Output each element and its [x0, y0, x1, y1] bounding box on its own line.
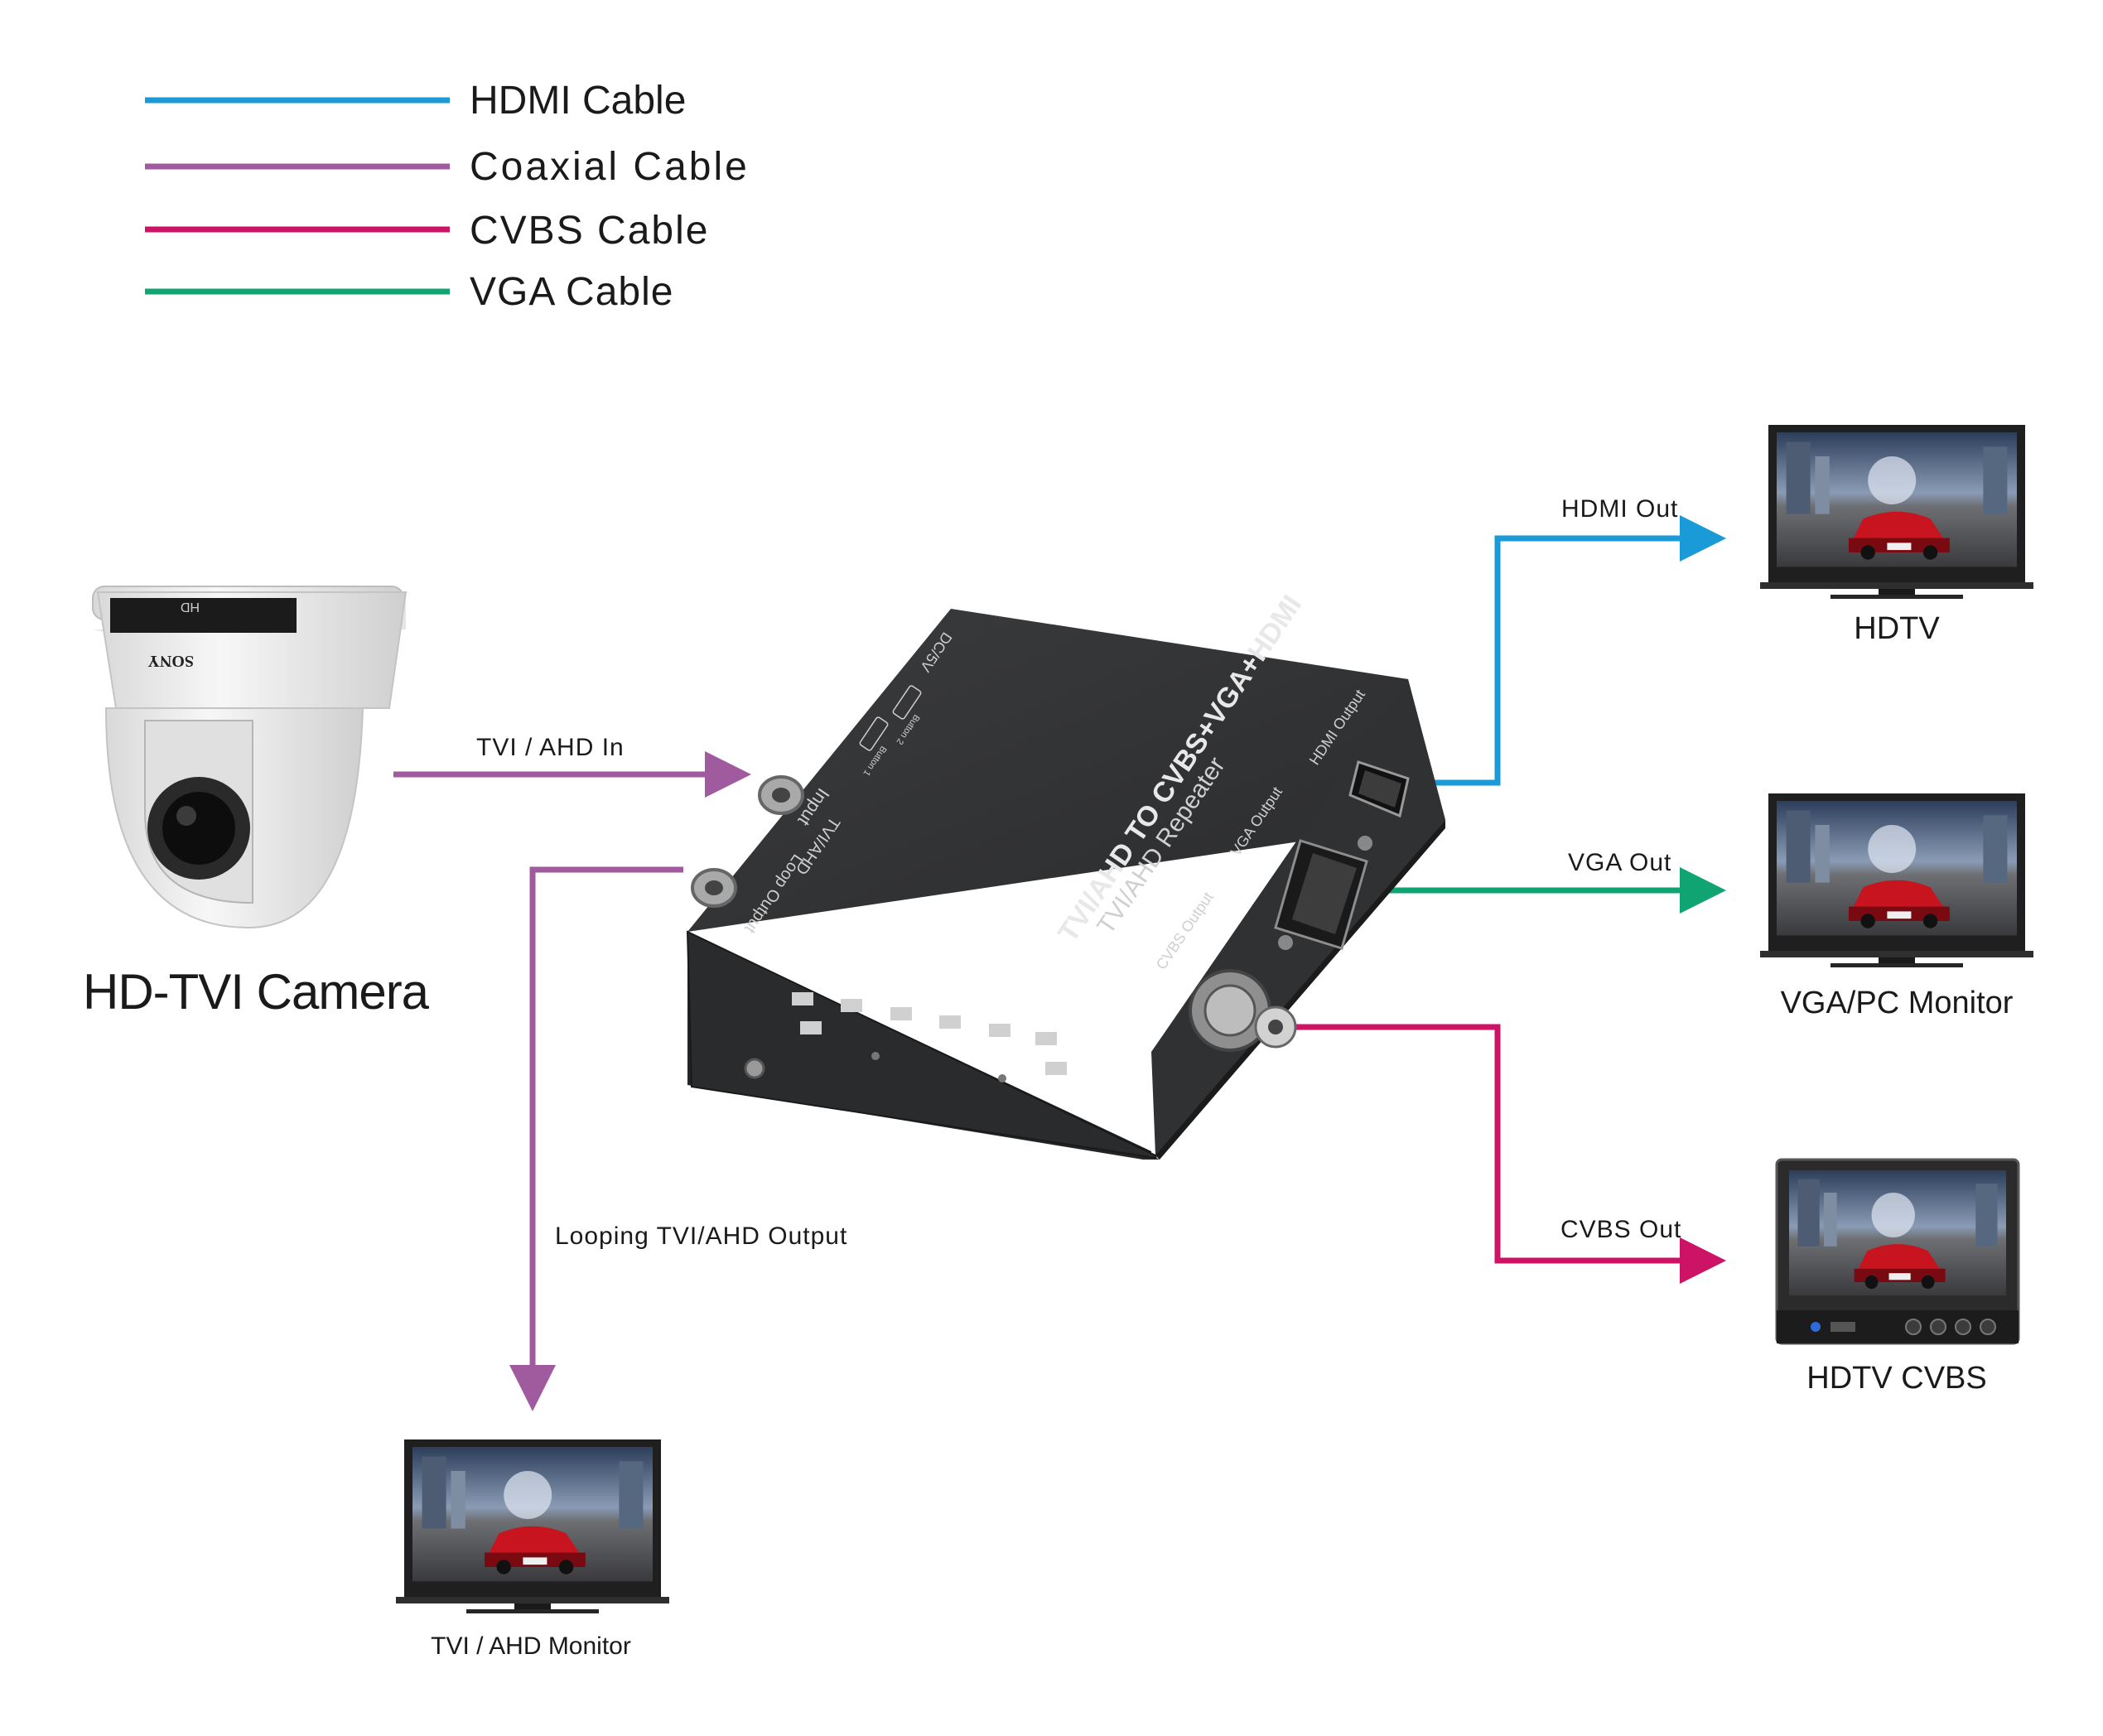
- legend-item-hdmi: HDMI Cable: [145, 79, 686, 123]
- edge-tvi-ahd-in: TVI / AHD In: [393, 734, 751, 798]
- display-vga-monitor-label: VGA/PC Monitor: [1781, 986, 2014, 1020]
- legend: HDMI Cable Coaxial Cable CVBS Cable VGA …: [145, 79, 750, 314]
- legend-label-vga: VGA Cable: [470, 270, 673, 314]
- camera-badge-strip: [110, 598, 297, 633]
- edge-cvbs-out: CVBS Out: [1292, 1024, 1726, 1284]
- edge-label-vga-out: VGA Out: [1568, 849, 1671, 876]
- legend-item-coaxial: Coaxial Cable: [145, 145, 750, 189]
- edge-vga-out: VGA Out: [1329, 849, 1726, 914]
- camera-label: HD-TVI Camera: [83, 964, 430, 1020]
- device-top-face: [687, 609, 1445, 932]
- edge-loop-output: Looping TVI/AHD Output: [509, 866, 847, 1411]
- display-hdtv: HDTV: [1760, 425, 2033, 646]
- bnc-loop-connector: [691, 868, 737, 908]
- cvbs-bnc-connector: [1189, 969, 1297, 1052]
- legend-label-cvbs: CVBS Cable: [470, 209, 709, 253]
- converter-device: TVI/AHD TO CVBS+VGA+HDMI TVI/AHD Repeate…: [686, 590, 1445, 1160]
- vga-port: [1274, 836, 1372, 950]
- edge-label-loop-out: Looping TVI/AHD Output: [555, 1222, 847, 1250]
- display-cvbs-monitor: HDTV CVBS: [1775, 1158, 2020, 1396]
- display-hdtv-label: HDTV: [1854, 611, 1940, 646]
- ptz-camera: HD SONY HD-TVI Camera: [83, 586, 431, 1020]
- edge-line-cvbs-out: [1292, 1024, 1726, 1284]
- edge-label-tvi-in: TVI / AHD In: [476, 734, 625, 761]
- edge-hdmi-out: HDMI Out: [1400, 495, 1726, 786]
- display-loop-monitor: TVI / AHD Monitor: [396, 1439, 669, 1660]
- device-cvbs-port-label: CVBS Output: [1153, 889, 1217, 972]
- legend-item-cvbs: CVBS Cable: [145, 209, 709, 253]
- hdmi-port: [1348, 760, 1410, 818]
- edge-label-hdmi-out: HDMI Out: [1561, 495, 1678, 523]
- display-vga-monitor: VGA/PC Monitor: [1760, 793, 2033, 1020]
- camera-brand: SONY: [147, 652, 194, 670]
- device-front-indicators: [744, 992, 1067, 1083]
- camera-lens: [162, 792, 235, 865]
- edge-line-hdmi-out: [1400, 515, 1726, 786]
- legend-label-hdmi: HDMI Cable: [470, 79, 686, 123]
- edge-label-cvbs-out: CVBS Out: [1560, 1216, 1681, 1243]
- bnc-input-connector: [758, 775, 804, 815]
- display-cvbs-monitor-label: HDTV CVBS: [1806, 1361, 1986, 1396]
- camera-badge: HD: [181, 600, 200, 614]
- edge-line-loop-out: [509, 866, 683, 1411]
- device-power-jack: [744, 1058, 765, 1079]
- display-loop-monitor-label: TVI / AHD Monitor: [431, 1632, 631, 1660]
- legend-label-coaxial: Coaxial Cable: [470, 145, 750, 189]
- legend-item-vga: VGA Cable: [145, 270, 673, 314]
